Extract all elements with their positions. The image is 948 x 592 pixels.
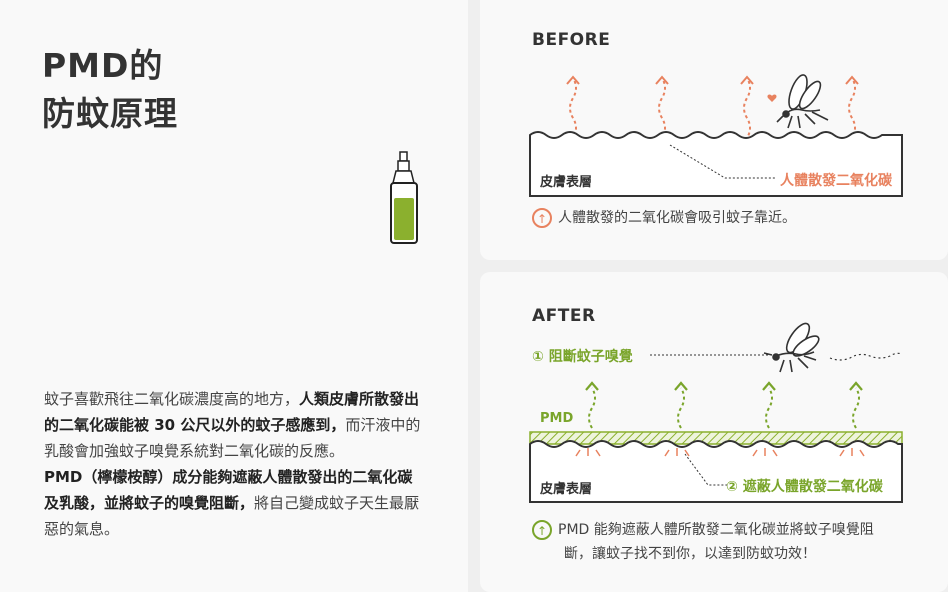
description: 蚊子喜歡飛往二氧化碳濃度高的地方，人類皮膚所散發出的二氧化碳能被 30 公尺以外… [44,386,424,542]
after-note: ↑PMD 能夠遮蔽人體所散發二氧化碳並將蚊子嗅覺阻 斷，讓蚊子找不到你，以達到防… [532,518,874,566]
before-note: ↑人體散發的二氧化碳會吸引蚊子靠近。 [532,206,796,230]
skin-layer [529,131,903,197]
blocked-squiggles [588,387,860,429]
up-arrow-icon: ↑ [532,520,552,540]
title-line-1: PMD的 [42,46,164,85]
block-smell-label: ① 阻斷蚊子嗅覺 [532,349,633,365]
after-card: AFTER [480,272,948,592]
after-skin-label: 皮膚表層 [540,482,593,497]
desc-bold-1: 人類皮膚所散發出的二氧化碳能被 30 公尺以外的蚊子感應到， [44,390,420,434]
desc-text-3: 將自己變成蚊子天生最厭惡的氣息。 [44,494,420,538]
heart-icon [767,94,777,102]
cover-co2-label: ② 遮蔽人體散發二氧化碳 [726,479,883,495]
mosquito-icon [776,74,829,129]
desc-text-2: 而汗液中的乳酸會加強蚊子嗅覺系統對二氧化碳的反應。 [44,416,421,460]
title-line-2: 防蚊原理 [42,94,178,133]
before-diagram [529,74,903,197]
desc-text-1: 蚊子喜歡飛往二氧化碳濃度高的地方， [44,390,300,408]
pmd-layer [529,431,903,445]
before-card: BEFORE 皮膚表層 人體散發二氧化碳 [480,0,948,260]
before-label: BEFORE [532,30,611,50]
before-co2-label: 人體散發二氧化碳 [780,173,892,189]
left-panel: PMD的 防蚊原理 蚊子喜歡飛往二氧化碳濃度高的地方，人類皮膚所散發出的二氧化碳… [0,0,468,592]
before-skin-label: 皮膚表層 [540,175,593,190]
page-title: PMD的 防蚊原理 [42,42,178,138]
blocked-co2-marks [575,448,865,457]
skin-layer [529,440,903,503]
pmd-label: PMD [540,411,574,426]
co2-arrowheads [566,75,859,85]
after-diagram [529,322,903,503]
blocked-arrowheads [585,381,863,391]
mosquito-icon [763,322,820,373]
up-arrow-icon: ↑ [532,208,552,228]
desc-bold-2: PMD（檸檬桉醇）成分能夠遮蔽人體散發出的二氧化碳及乳酸，並將蚊子的嗅覺阻斷， [44,468,413,512]
after-label: AFTER [532,306,596,326]
spray-bottle-icon [390,151,418,244]
